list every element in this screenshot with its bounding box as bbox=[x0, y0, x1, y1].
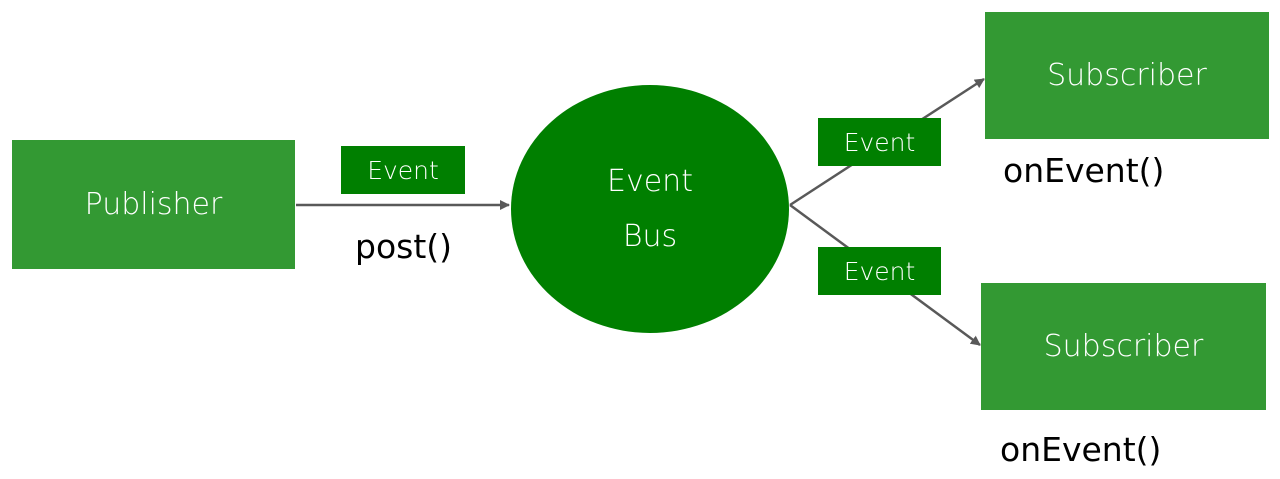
subscriber-node-1: Subscriber bbox=[985, 12, 1269, 139]
subscriber-label: Subscriber bbox=[1047, 58, 1207, 93]
post-method-label: post() bbox=[355, 227, 453, 266]
event-tag-subscriber-1: Event bbox=[818, 118, 941, 166]
publisher-label: Publisher bbox=[84, 187, 223, 222]
subscriber-label: Subscriber bbox=[1043, 329, 1204, 364]
event-tag-label: Event bbox=[367, 155, 439, 185]
event-tag-label: Event bbox=[843, 127, 916, 157]
subscriber-2-method-label: onEvent() bbox=[1000, 430, 1162, 469]
subscriber-1-method-label: onEvent() bbox=[1003, 151, 1165, 190]
event-bus-line-2: Bus bbox=[622, 219, 678, 254]
event-bus-line-1: Event bbox=[607, 164, 693, 199]
event-tag-subscriber-2: Event bbox=[818, 247, 941, 295]
event-tag-label: Event bbox=[843, 256, 916, 286]
subscriber-node-2: Subscriber bbox=[981, 283, 1266, 410]
event-bus-node: Event Bus bbox=[511, 85, 789, 333]
publisher-node: Publisher bbox=[12, 140, 295, 269]
event-tag-publish: Event bbox=[341, 146, 465, 194]
